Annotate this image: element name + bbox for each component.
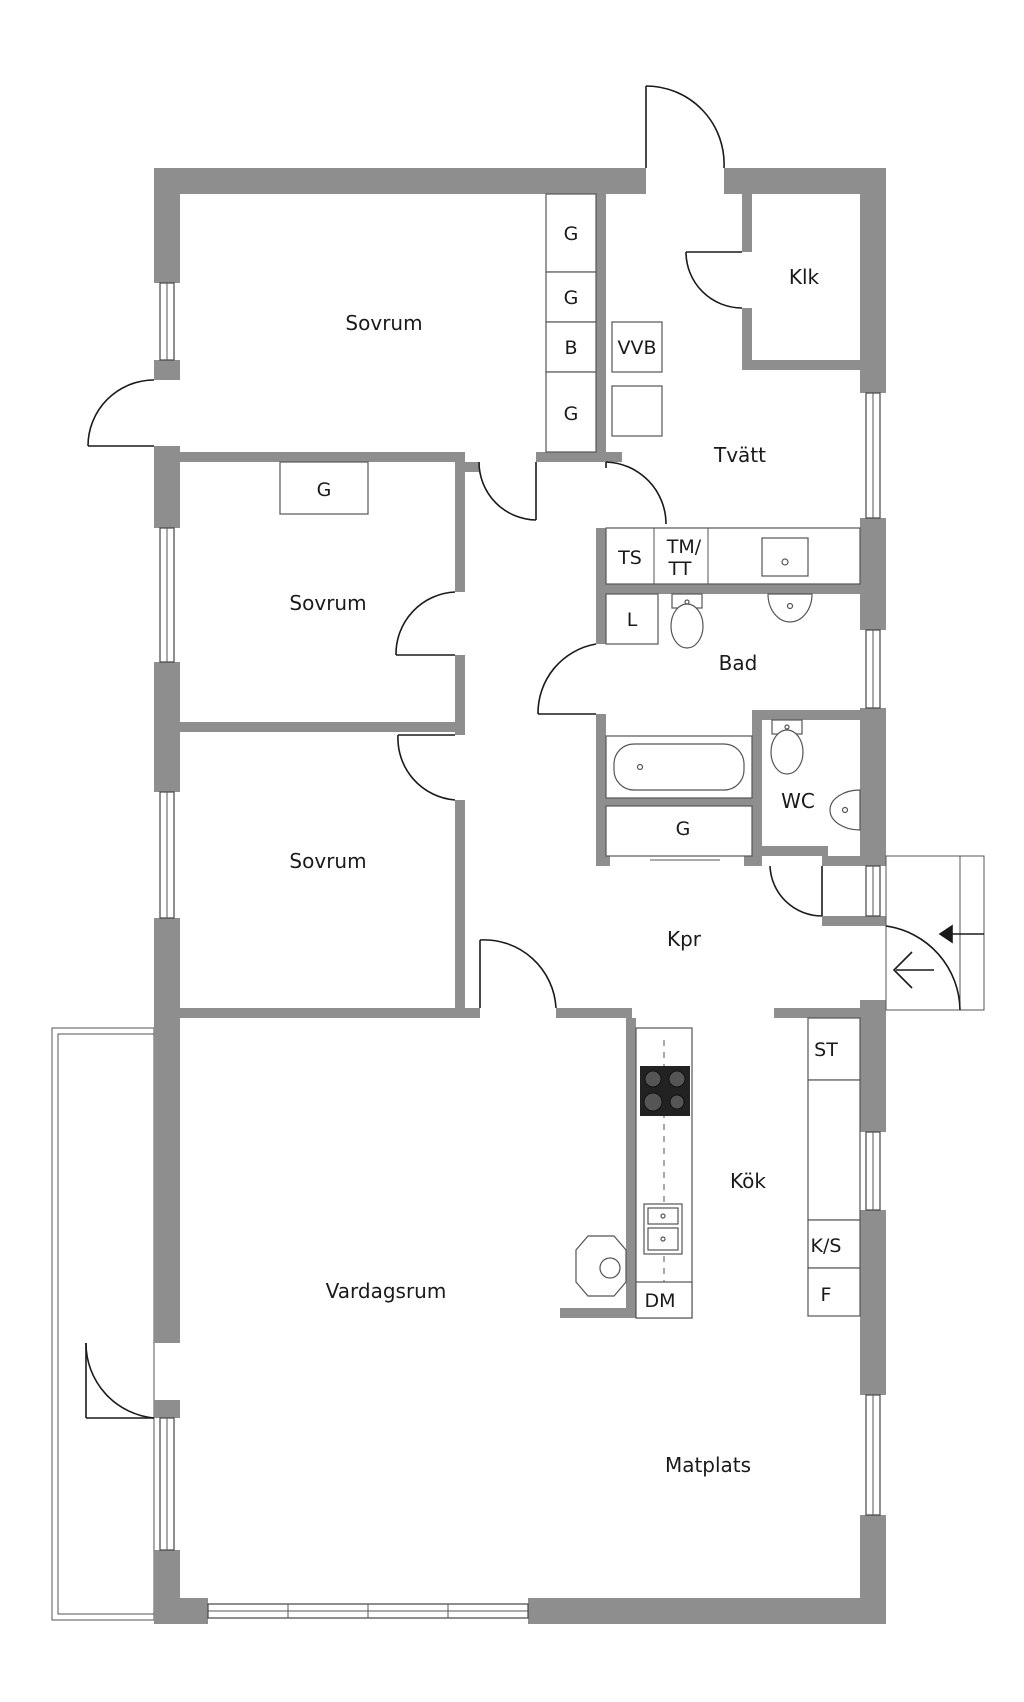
label-l: L xyxy=(627,609,638,631)
door-top xyxy=(645,85,725,169)
room-label-klk: Klk xyxy=(789,265,820,289)
door-tvatt xyxy=(605,461,667,525)
room-label-kpr: Kpr xyxy=(667,927,702,951)
label-ks: K/S xyxy=(811,1235,842,1257)
room-label-wc: WC xyxy=(781,789,815,813)
door-klk xyxy=(685,251,743,309)
label-g2: G xyxy=(564,287,579,309)
room-label-bad: Bad xyxy=(719,651,758,675)
window-left-1 xyxy=(159,282,175,361)
room-label-sovrum-3: Sovrum xyxy=(289,849,366,873)
door-sovrum-2 xyxy=(395,591,456,656)
doors xyxy=(85,85,985,1419)
interior-walls xyxy=(180,194,860,1318)
room-label-vardagsrum: Vardagsrum xyxy=(326,1279,447,1303)
room-label-sovrum-2: Sovrum xyxy=(289,591,366,615)
room-label-sovrum-1: Sovrum xyxy=(345,311,422,335)
windows xyxy=(159,282,881,1619)
toilet-bad xyxy=(670,593,704,649)
toilet-wc xyxy=(770,719,804,775)
label-tt: TT xyxy=(668,558,692,580)
label-g5: G xyxy=(676,818,691,840)
label-dm: DM xyxy=(644,1290,675,1312)
door-sovrum-3 xyxy=(397,734,456,801)
window-right-2 xyxy=(865,629,881,709)
cooktop xyxy=(640,1066,690,1116)
door-vardagsrum xyxy=(479,939,557,1009)
label-g3: G xyxy=(564,403,579,425)
window-right-3 xyxy=(865,865,881,917)
label-b: B xyxy=(564,337,577,359)
door-wc xyxy=(769,865,823,917)
door-sovrum-1 xyxy=(478,461,537,521)
door-bad xyxy=(537,643,597,715)
window-left-2 xyxy=(159,527,175,663)
bathtub xyxy=(605,735,753,799)
label-g1: G xyxy=(564,223,579,245)
window-left-4 xyxy=(159,1417,175,1551)
room-label-tvatt: Tvätt xyxy=(713,443,766,467)
window-left-3 xyxy=(159,791,175,919)
label-f: F xyxy=(821,1284,832,1306)
label-st: ST xyxy=(814,1039,838,1061)
window-bottom xyxy=(207,1603,529,1619)
window-right-5 xyxy=(865,1394,881,1516)
room-labels: Sovrum Sovrum Sovrum Tvätt Klk Bad WC Kp… xyxy=(289,265,819,1477)
sink-wc xyxy=(829,789,861,831)
fireplace xyxy=(575,1235,627,1297)
label-tm: TM/ xyxy=(666,536,702,558)
label-vvb: VVB xyxy=(617,337,656,359)
balcony xyxy=(51,1027,155,1621)
fixture-labels: G G B VVB G G TS TM/ TT L G ST K/S F DM xyxy=(317,223,842,1312)
door-sovrum-1-left xyxy=(87,379,155,447)
door-balcony xyxy=(85,1342,155,1419)
fixtures xyxy=(279,193,861,1319)
door-entrance xyxy=(885,855,985,1011)
window-right-4 xyxy=(865,1131,881,1211)
window-right-1 xyxy=(865,392,881,519)
label-g4: G xyxy=(317,479,332,501)
sink-bad xyxy=(767,593,813,623)
kitchen-sink xyxy=(643,1203,683,1255)
room-label-kok: Kök xyxy=(730,1169,766,1193)
label-ts: TS xyxy=(617,547,642,569)
room-label-matplats: Matplats xyxy=(665,1453,751,1477)
exterior-walls xyxy=(154,168,886,1624)
